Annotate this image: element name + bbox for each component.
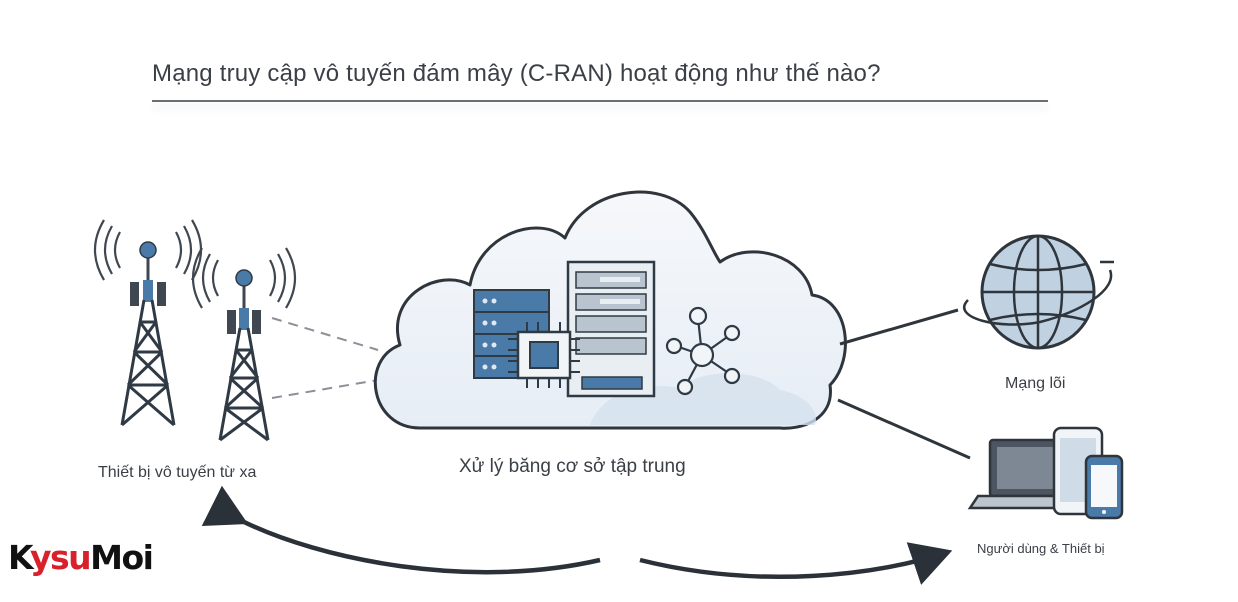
fronthaul-link xyxy=(271,317,379,351)
flow-arrow-left xyxy=(201,485,601,575)
users-devices-label: Người dùng & Thiết bị xyxy=(977,541,1105,556)
phone-icon xyxy=(1084,454,1124,520)
radio-tower-icon xyxy=(94,219,202,427)
cpu-chip-icon xyxy=(508,322,580,388)
phone-icon xyxy=(1052,426,1104,516)
title-underline xyxy=(152,100,1048,102)
fronthaul-link xyxy=(271,379,379,399)
diagram-title: Mạng truy cập vô tuyến đám mây (C-RAN) h… xyxy=(152,60,881,87)
server-rack-icon xyxy=(566,260,656,398)
link-users xyxy=(837,398,971,460)
kysumoi-logo: KysuMoi xyxy=(8,538,154,577)
flow-arrow-right xyxy=(639,542,953,585)
core-network-label: Mạng lõi xyxy=(1005,375,1066,392)
globe-icon xyxy=(963,234,1114,350)
baseband-label: Xử lý băng cơ sở tập trung xyxy=(459,456,686,477)
backhaul-link-core xyxy=(839,308,959,346)
remote-radio-label: Thiết bị vô tuyến từ xa xyxy=(98,464,257,481)
network-hub-icon xyxy=(665,306,741,396)
radio-tower-icon xyxy=(192,247,296,442)
